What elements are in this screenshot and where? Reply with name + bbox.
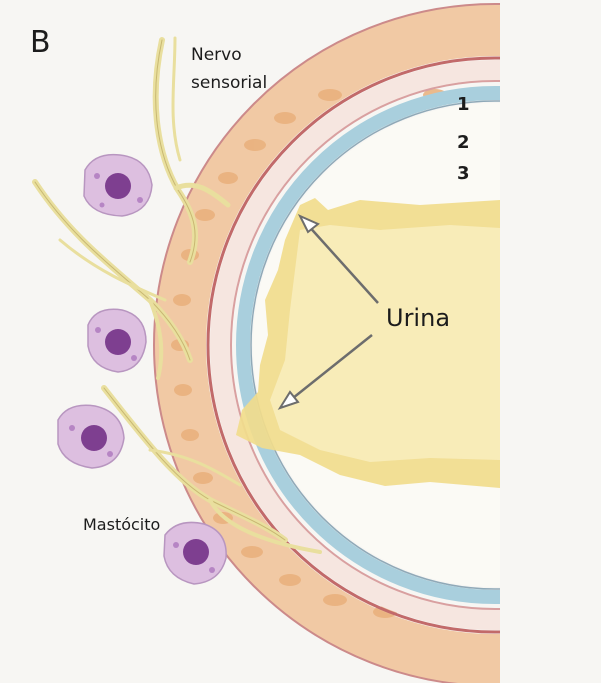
layer-1-label: 1 [457,94,470,115]
mast-cell-label: Mastócito [83,515,161,534]
layer-2-label: 2 [457,132,470,153]
panel-letter: B [30,25,51,60]
nerve-label-line2: sensorial [191,73,268,93]
mast-cell-1 [83,153,153,217]
mast-cell-3 [57,404,125,469]
middle-wall-edge [230,80,500,610]
urothelium-edge [250,100,500,590]
nerve-label-line1: Nervo [191,45,242,65]
urine-label: Urina [386,304,451,332]
urine-arrows [277,213,379,410]
mast-cell-4 [163,521,227,585]
sensory-nerves [32,36,322,554]
urine-highlight [270,225,500,462]
urothelium-layer [236,86,500,604]
submucosa-border [206,56,500,634]
bladder-wall [153,3,500,683]
mast-cell-2 [87,308,147,373]
middle-wall-layer [210,60,500,630]
layer-3-label: 3 [457,163,470,184]
outer-wall-edge [153,3,500,683]
